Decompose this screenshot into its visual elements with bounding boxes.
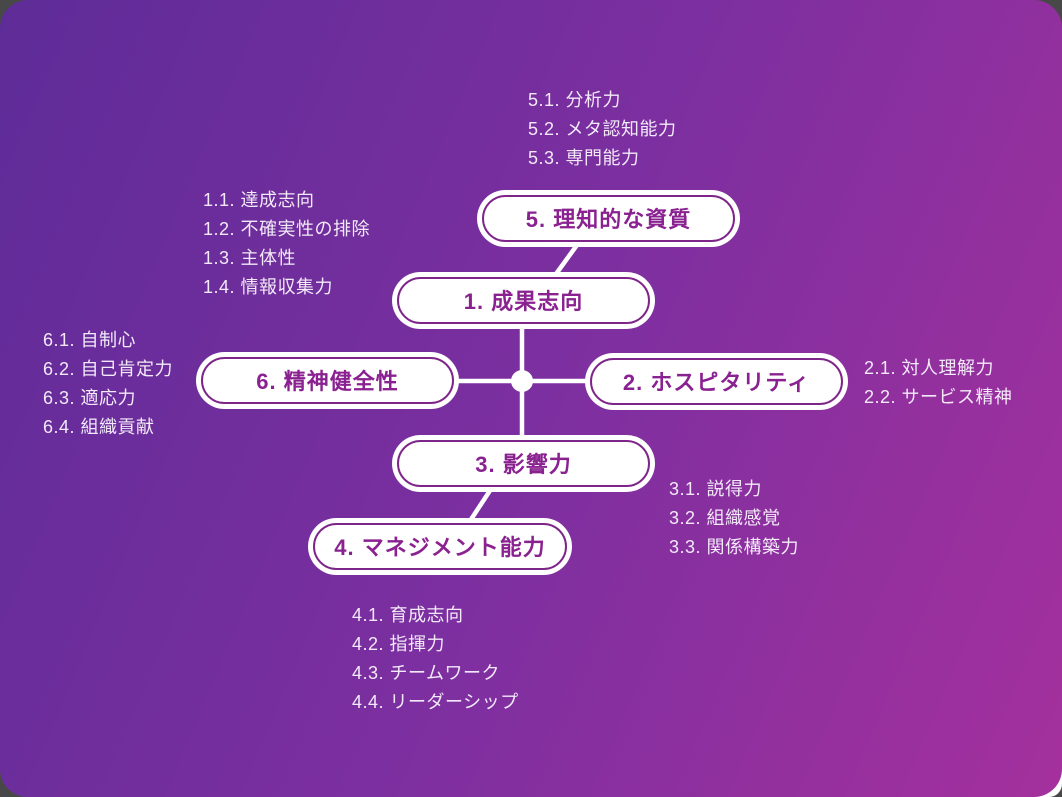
node-1-sublist: 1.1. 達成志向 1.2. 不確実性の排除 1.3. 主体性 1.4. 情報収… <box>203 186 370 302</box>
node-4-management: 4. マネジメント能力 <box>313 523 567 570</box>
sublist-item: 5.1. 分析力 <box>528 90 622 110</box>
sublist-item: 4.4. リーダーシップ <box>352 692 519 712</box>
sublist-item: 3.2. 組織感覚 <box>669 508 781 528</box>
connector-node3-node4 <box>468 487 493 523</box>
node-4-label: 4. マネジメント能力 <box>334 534 546 560</box>
sublist-item: 5.3. 専門能力 <box>528 148 640 168</box>
node-3-label: 3. 影響力 <box>475 451 572 477</box>
center-hub-dot <box>511 370 533 392</box>
node-5-intellect: 5. 理知的な資質 <box>482 195 735 242</box>
node-6-sublist: 6.1. 自制心 6.2. 自己肯定力 6.3. 適応力 6.4. 組織貢献 <box>43 326 173 442</box>
sublist-item: 6.3. 適応力 <box>43 388 137 408</box>
node-2-label: 2. ホスピタリティ <box>622 369 811 395</box>
node-2-hospitality: 2. ホスピタリティ <box>590 358 843 405</box>
sublist-item: 6.2. 自己肯定力 <box>43 359 174 379</box>
sublist-item: 4.1. 育成志向 <box>352 605 464 625</box>
sublist-item: 2.1. 対人理解力 <box>864 358 995 378</box>
sublist-item: 2.2. サービス精神 <box>864 387 1013 407</box>
node-3-sublist: 3.1. 説得力 3.2. 組織感覚 3.3. 関係構築力 <box>669 475 799 562</box>
sublist-item: 1.3. 主体性 <box>203 248 297 268</box>
sublist-item: 4.2. 指揮力 <box>352 634 446 654</box>
sublist-item: 1.4. 情報収集力 <box>203 277 334 297</box>
sublist-item: 4.3. チームワーク <box>352 663 500 683</box>
node-5-sublist: 5.1. 分析力 5.2. メタ認知能力 5.3. 専門能力 <box>528 86 677 173</box>
sublist-item: 3.3. 関係構築力 <box>669 537 800 557</box>
connector-node5-node1 <box>554 243 579 276</box>
node-5-label: 5. 理知的な資質 <box>525 206 692 232</box>
node-4-sublist: 4.1. 育成志向 4.2. 指揮力 4.3. チームワーク 4.4. リーダー… <box>352 601 519 717</box>
node-3-influence: 3. 影響力 <box>397 440 650 487</box>
sublist-item: 6.1. 自制心 <box>43 330 137 350</box>
sublist-item: 3.1. 説得力 <box>669 479 763 499</box>
sublist-item: 5.2. メタ認知能力 <box>528 119 677 139</box>
node-1-results: 1. 成果志向 <box>397 277 650 324</box>
node-2-sublist: 2.1. 対人理解力 2.2. サービス精神 <box>864 354 1013 412</box>
sublist-item: 1.1. 達成志向 <box>203 190 315 210</box>
node-1-label: 1. 成果志向 <box>463 288 584 314</box>
sublist-item: 6.4. 組織貢献 <box>43 417 155 437</box>
node-6-label: 6. 精神健全性 <box>256 368 399 394</box>
node-6-mental-health: 6. 精神健全性 <box>201 357 454 404</box>
sublist-item: 1.2. 不確実性の排除 <box>203 219 371 239</box>
